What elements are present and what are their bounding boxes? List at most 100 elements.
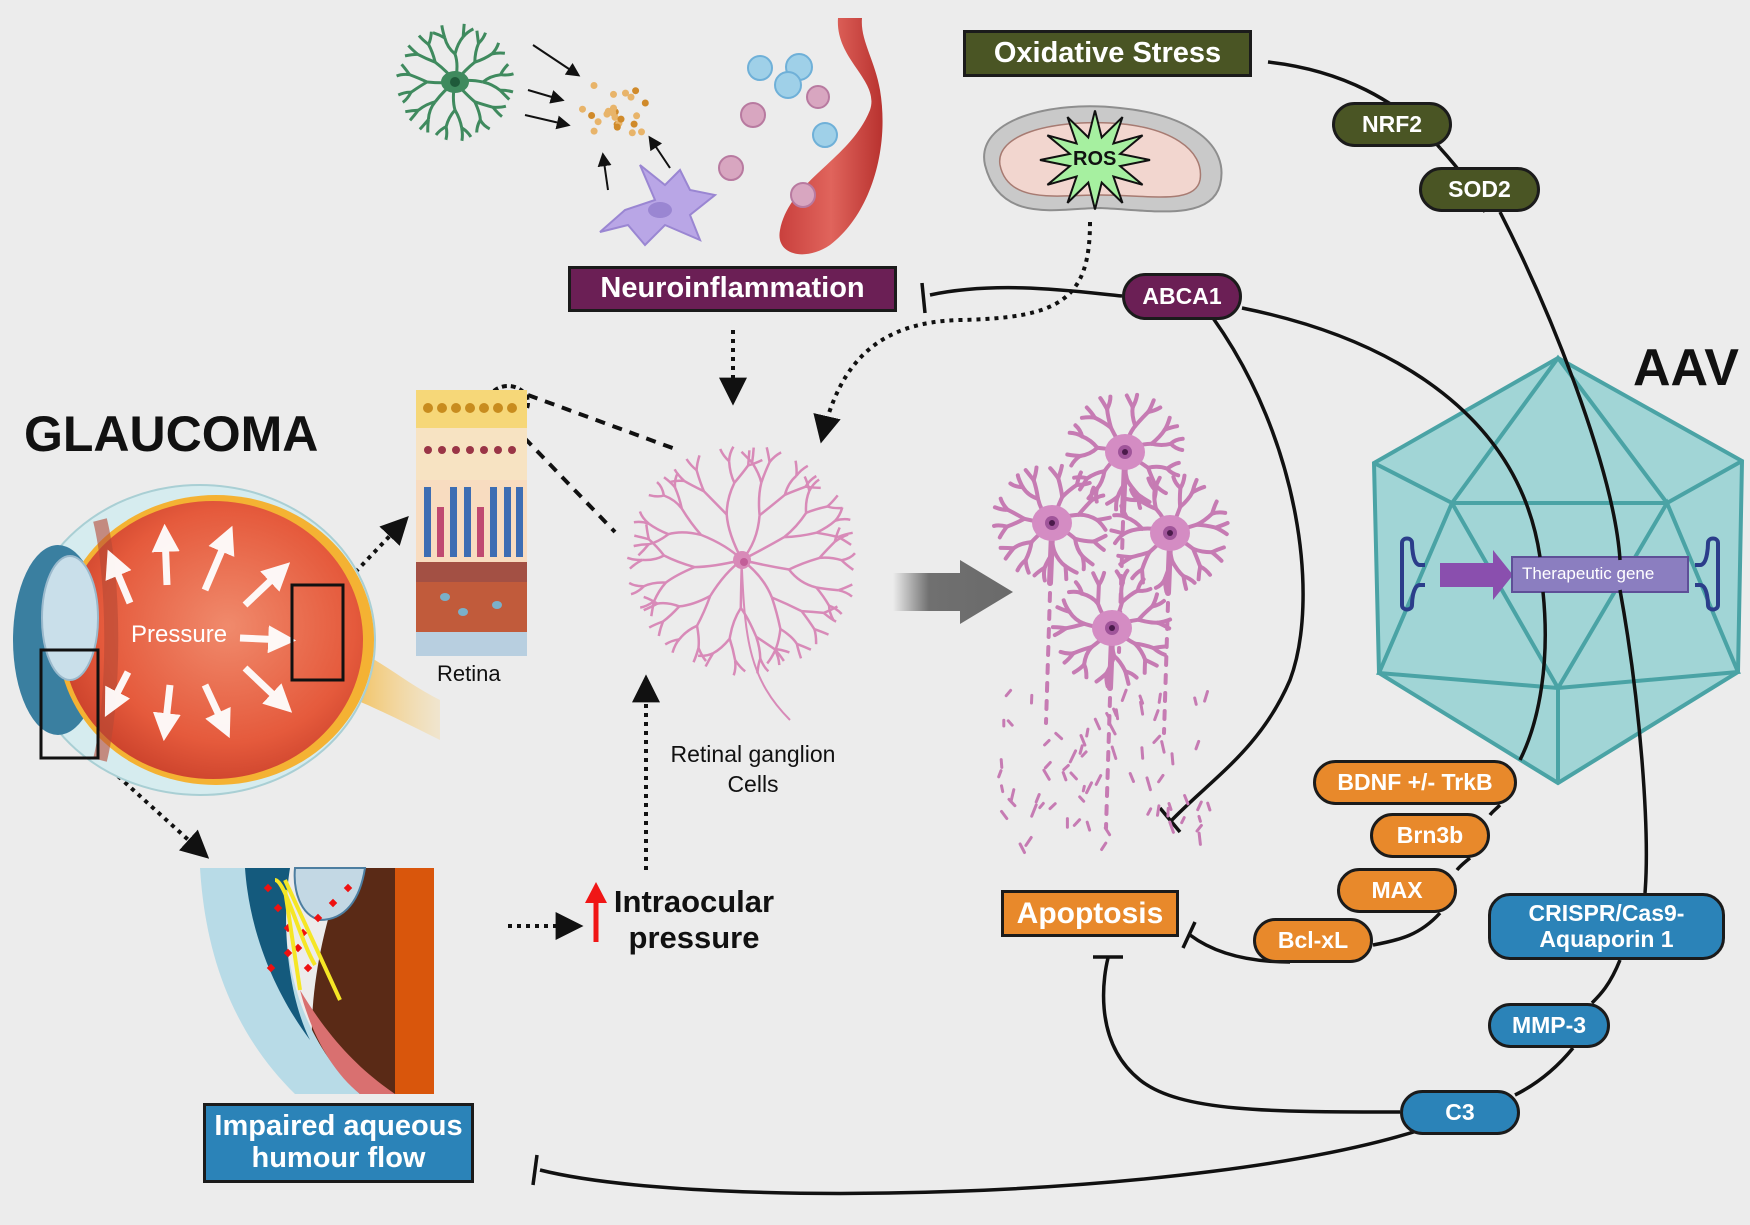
dendrite [396, 72, 410, 78]
dendrite [751, 461, 763, 483]
axon [1120, 459, 1128, 515]
dendrite [1165, 466, 1181, 478]
dendrite [758, 493, 786, 517]
dendrite [673, 468, 686, 482]
dendrite [815, 519, 837, 534]
dendrite [1063, 564, 1069, 582]
dendrite [1130, 392, 1140, 410]
apoptosis-box: Apoptosis [1001, 890, 1179, 937]
dendrite [1089, 493, 1106, 503]
axon-fragment [1168, 820, 1175, 834]
axon-fragment [1157, 692, 1162, 704]
promoter-arrow-icon [1440, 550, 1513, 600]
ros-label: ROS [1073, 148, 1117, 170]
rgc-label: Retinal ganglion Cells [657, 740, 849, 800]
crispr-line1: CRISPR/Cas9- [1528, 900, 1685, 927]
dendrite [827, 505, 843, 510]
dendrite [683, 479, 705, 493]
cytokine-dot [632, 87, 640, 95]
angle-zoom-box [39, 648, 100, 760]
dendrite [1190, 484, 1207, 495]
axon-fragment [1110, 745, 1118, 760]
max-pill: MAX [1337, 868, 1457, 913]
dendrite [1149, 427, 1167, 446]
dendrite [695, 595, 712, 627]
axon-fragment [1038, 801, 1045, 810]
mmp3-pill: MMP-3 [1488, 1003, 1610, 1048]
nucleolus [1167, 530, 1173, 536]
cytokine-dot [610, 90, 617, 98]
dendrite [1074, 480, 1092, 487]
dendrite [657, 601, 680, 608]
dendrite [648, 522, 669, 536]
dendrite [838, 588, 853, 598]
axon-fragment [1018, 842, 1026, 854]
axon-fragment [1000, 809, 1009, 820]
dendrite [491, 106, 503, 118]
dendrite [628, 581, 644, 588]
dendrite [728, 638, 737, 661]
dendrite [478, 119, 491, 131]
dendrite [837, 535, 852, 546]
dendrite [440, 25, 447, 39]
dendrite [1067, 609, 1087, 626]
dendrite [695, 625, 701, 649]
axon-fragment [1094, 774, 1103, 786]
cytokine-dot [633, 112, 641, 120]
dendrite [1094, 671, 1109, 684]
axon-fragment [1206, 801, 1212, 812]
axon-fragment [1152, 734, 1162, 744]
dendrite [1120, 568, 1130, 585]
neuroinflammation-box: Neuroinflammation [568, 266, 897, 312]
axon-fragment [1140, 746, 1145, 760]
dendrite [1112, 653, 1128, 674]
retina-illustration [416, 390, 527, 656]
retina-label: Retina [437, 661, 501, 686]
therapeutic-gene-label: Therapeutic gene [1522, 564, 1655, 583]
dendrite [680, 507, 703, 536]
dendrite [643, 595, 658, 605]
dendrite [765, 447, 771, 463]
dendrite [770, 597, 782, 630]
pressure-label: Pressure [131, 621, 228, 648]
axon-fragment [1193, 696, 1198, 706]
dendrite [759, 658, 770, 673]
dendrite [679, 594, 711, 608]
axon-fragment [1170, 752, 1175, 766]
axon-fragment [1062, 764, 1070, 772]
dendrite [808, 478, 820, 492]
dendrite [474, 52, 493, 64]
dendrite [1135, 587, 1153, 593]
dendrite [1178, 473, 1187, 490]
arrow-eye-angle [96, 756, 210, 859]
axon-fragment [1180, 816, 1186, 825]
aqueous-outflow-illustration [200, 867, 434, 1094]
cytokine-dot [590, 127, 598, 135]
axon-fragment [1081, 784, 1086, 793]
dendrite [1136, 493, 1143, 510]
dendrite [648, 620, 664, 629]
dendrite [1105, 494, 1120, 506]
impaired-flow-line2: humour flow [251, 1142, 426, 1174]
dendrite [788, 556, 820, 571]
dendrite [1096, 582, 1101, 606]
cytokine-dot [590, 82, 598, 89]
axon-fragment [1120, 688, 1128, 702]
impaired-aqueous-flow-box: Impaired aqueous humour flow [203, 1103, 474, 1183]
dendrite [417, 34, 430, 46]
dendrite [1136, 617, 1160, 625]
dendrite [695, 455, 701, 471]
cytokine-dot [588, 112, 596, 119]
arrow-ros-rgc [813, 221, 1092, 444]
axon-fragment [1138, 694, 1145, 705]
dendrite [800, 610, 816, 630]
dendrite [1130, 405, 1138, 428]
dendrite [818, 540, 836, 559]
dendrite [1076, 498, 1094, 517]
dendrite [719, 448, 730, 463]
dendrite [801, 609, 824, 615]
dendrite [417, 100, 436, 112]
degenerating-neuron [1109, 473, 1230, 735]
bdnf-trkb-pill: BDNF +/- TrkB [1313, 760, 1517, 805]
